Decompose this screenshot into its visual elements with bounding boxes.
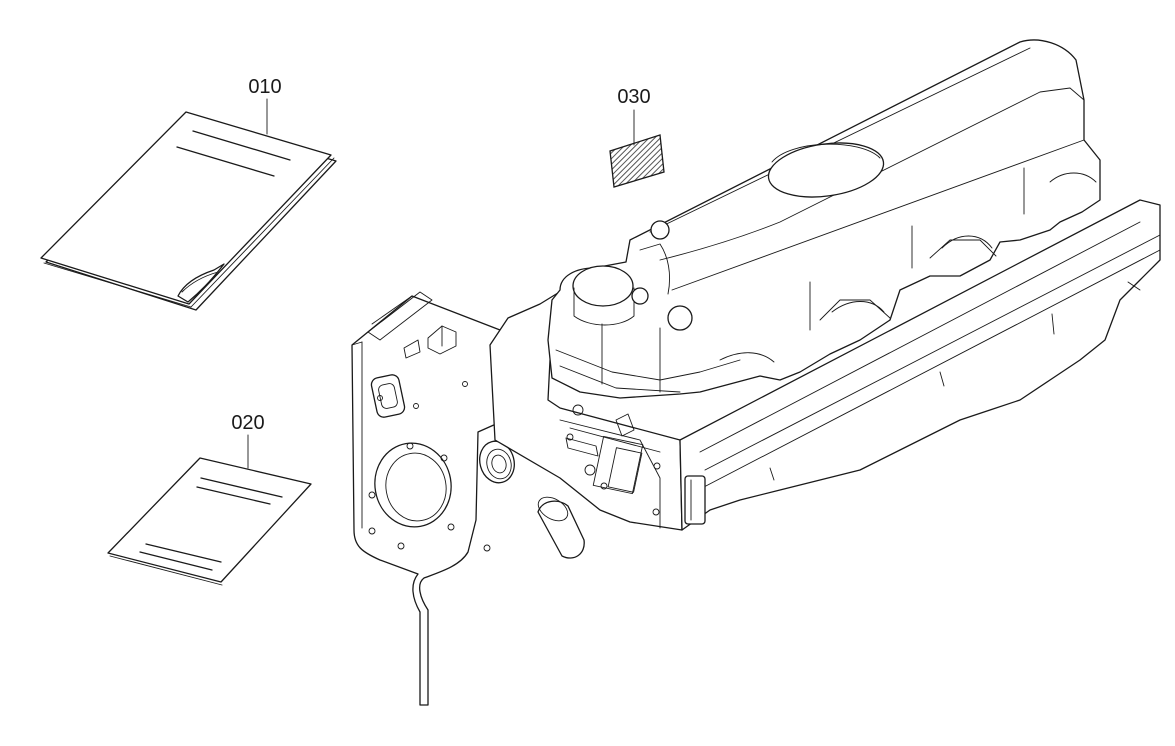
end-plate xyxy=(351,291,506,706)
cup-plug xyxy=(537,496,585,559)
threaded-plug xyxy=(479,440,515,484)
cylinder-head xyxy=(489,199,1161,531)
callout-030: 030 xyxy=(617,86,651,146)
part-020-sheet[interactable] xyxy=(107,457,312,586)
valve-cover xyxy=(547,39,1101,399)
part-030-label-plate[interactable] xyxy=(609,134,665,188)
engine-cylinder-head-assembly xyxy=(351,39,1161,706)
callout-020: 020 xyxy=(231,412,265,469)
callout-010: 010 xyxy=(248,76,282,135)
callout-010-label: 010 xyxy=(248,76,281,98)
callout-030-label: 030 xyxy=(617,86,650,108)
callout-020-label: 020 xyxy=(231,412,264,434)
part-010-booklet[interactable] xyxy=(40,111,337,311)
